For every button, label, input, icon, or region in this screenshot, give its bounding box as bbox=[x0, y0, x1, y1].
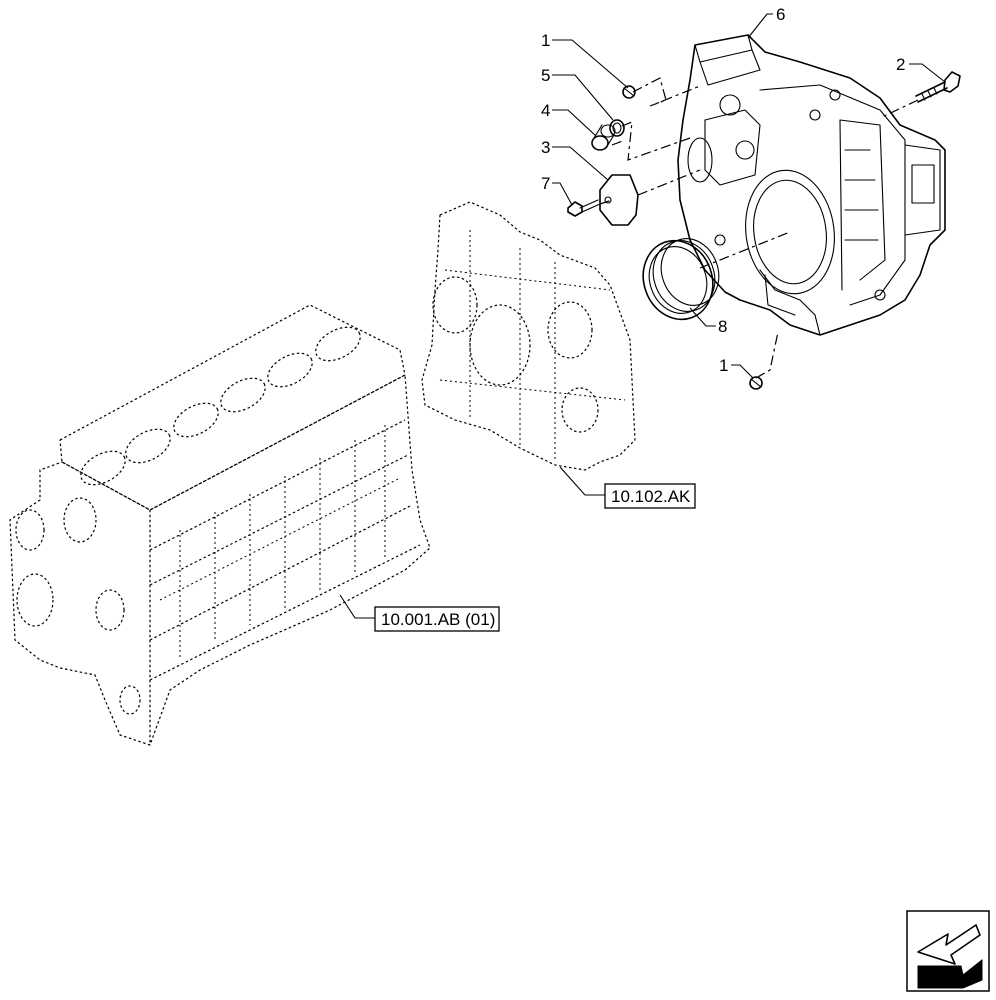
callout-6: 6 bbox=[776, 5, 785, 24]
assembly-centerlines bbox=[599, 77, 919, 379]
callout-7: 7 bbox=[541, 174, 550, 193]
callouts: 1 5 4 3 7 6 2 8 1 bbox=[541, 5, 905, 375]
reference-engine-block-label: 10.001.AB (01) bbox=[381, 610, 495, 629]
o-ring bbox=[609, 119, 625, 137]
previous-page-arrow-icon[interactable] bbox=[906, 910, 990, 992]
callout-3: 3 bbox=[541, 138, 550, 157]
long-bolt bbox=[915, 71, 961, 103]
flywheel-housing bbox=[677, 34, 946, 336]
callout-4: 4 bbox=[541, 101, 550, 120]
front-cover-ghost bbox=[421, 201, 636, 471]
reference-engine-block[interactable]: 10.001.AB (01) bbox=[374, 606, 500, 632]
callout-5: 5 bbox=[541, 66, 550, 85]
callout-1-top: 1 bbox=[541, 31, 550, 50]
callout-2: 2 bbox=[896, 55, 905, 74]
plug-top bbox=[622, 85, 636, 99]
callout-8: 8 bbox=[718, 317, 727, 336]
cover-plate bbox=[599, 174, 639, 226]
rear-seal-ring bbox=[642, 238, 720, 321]
threaded-plug bbox=[591, 124, 616, 151]
plug-bottom bbox=[749, 376, 763, 390]
engine-block-ghost bbox=[9, 304, 431, 746]
leader-lines bbox=[339, 13, 946, 619]
reference-front-cover[interactable]: 10.102.AK bbox=[604, 483, 696, 509]
callout-1-bottom: 1 bbox=[719, 356, 728, 375]
bolt-small bbox=[567, 199, 601, 217]
reference-front-cover-label: 10.102.AK bbox=[611, 487, 691, 506]
